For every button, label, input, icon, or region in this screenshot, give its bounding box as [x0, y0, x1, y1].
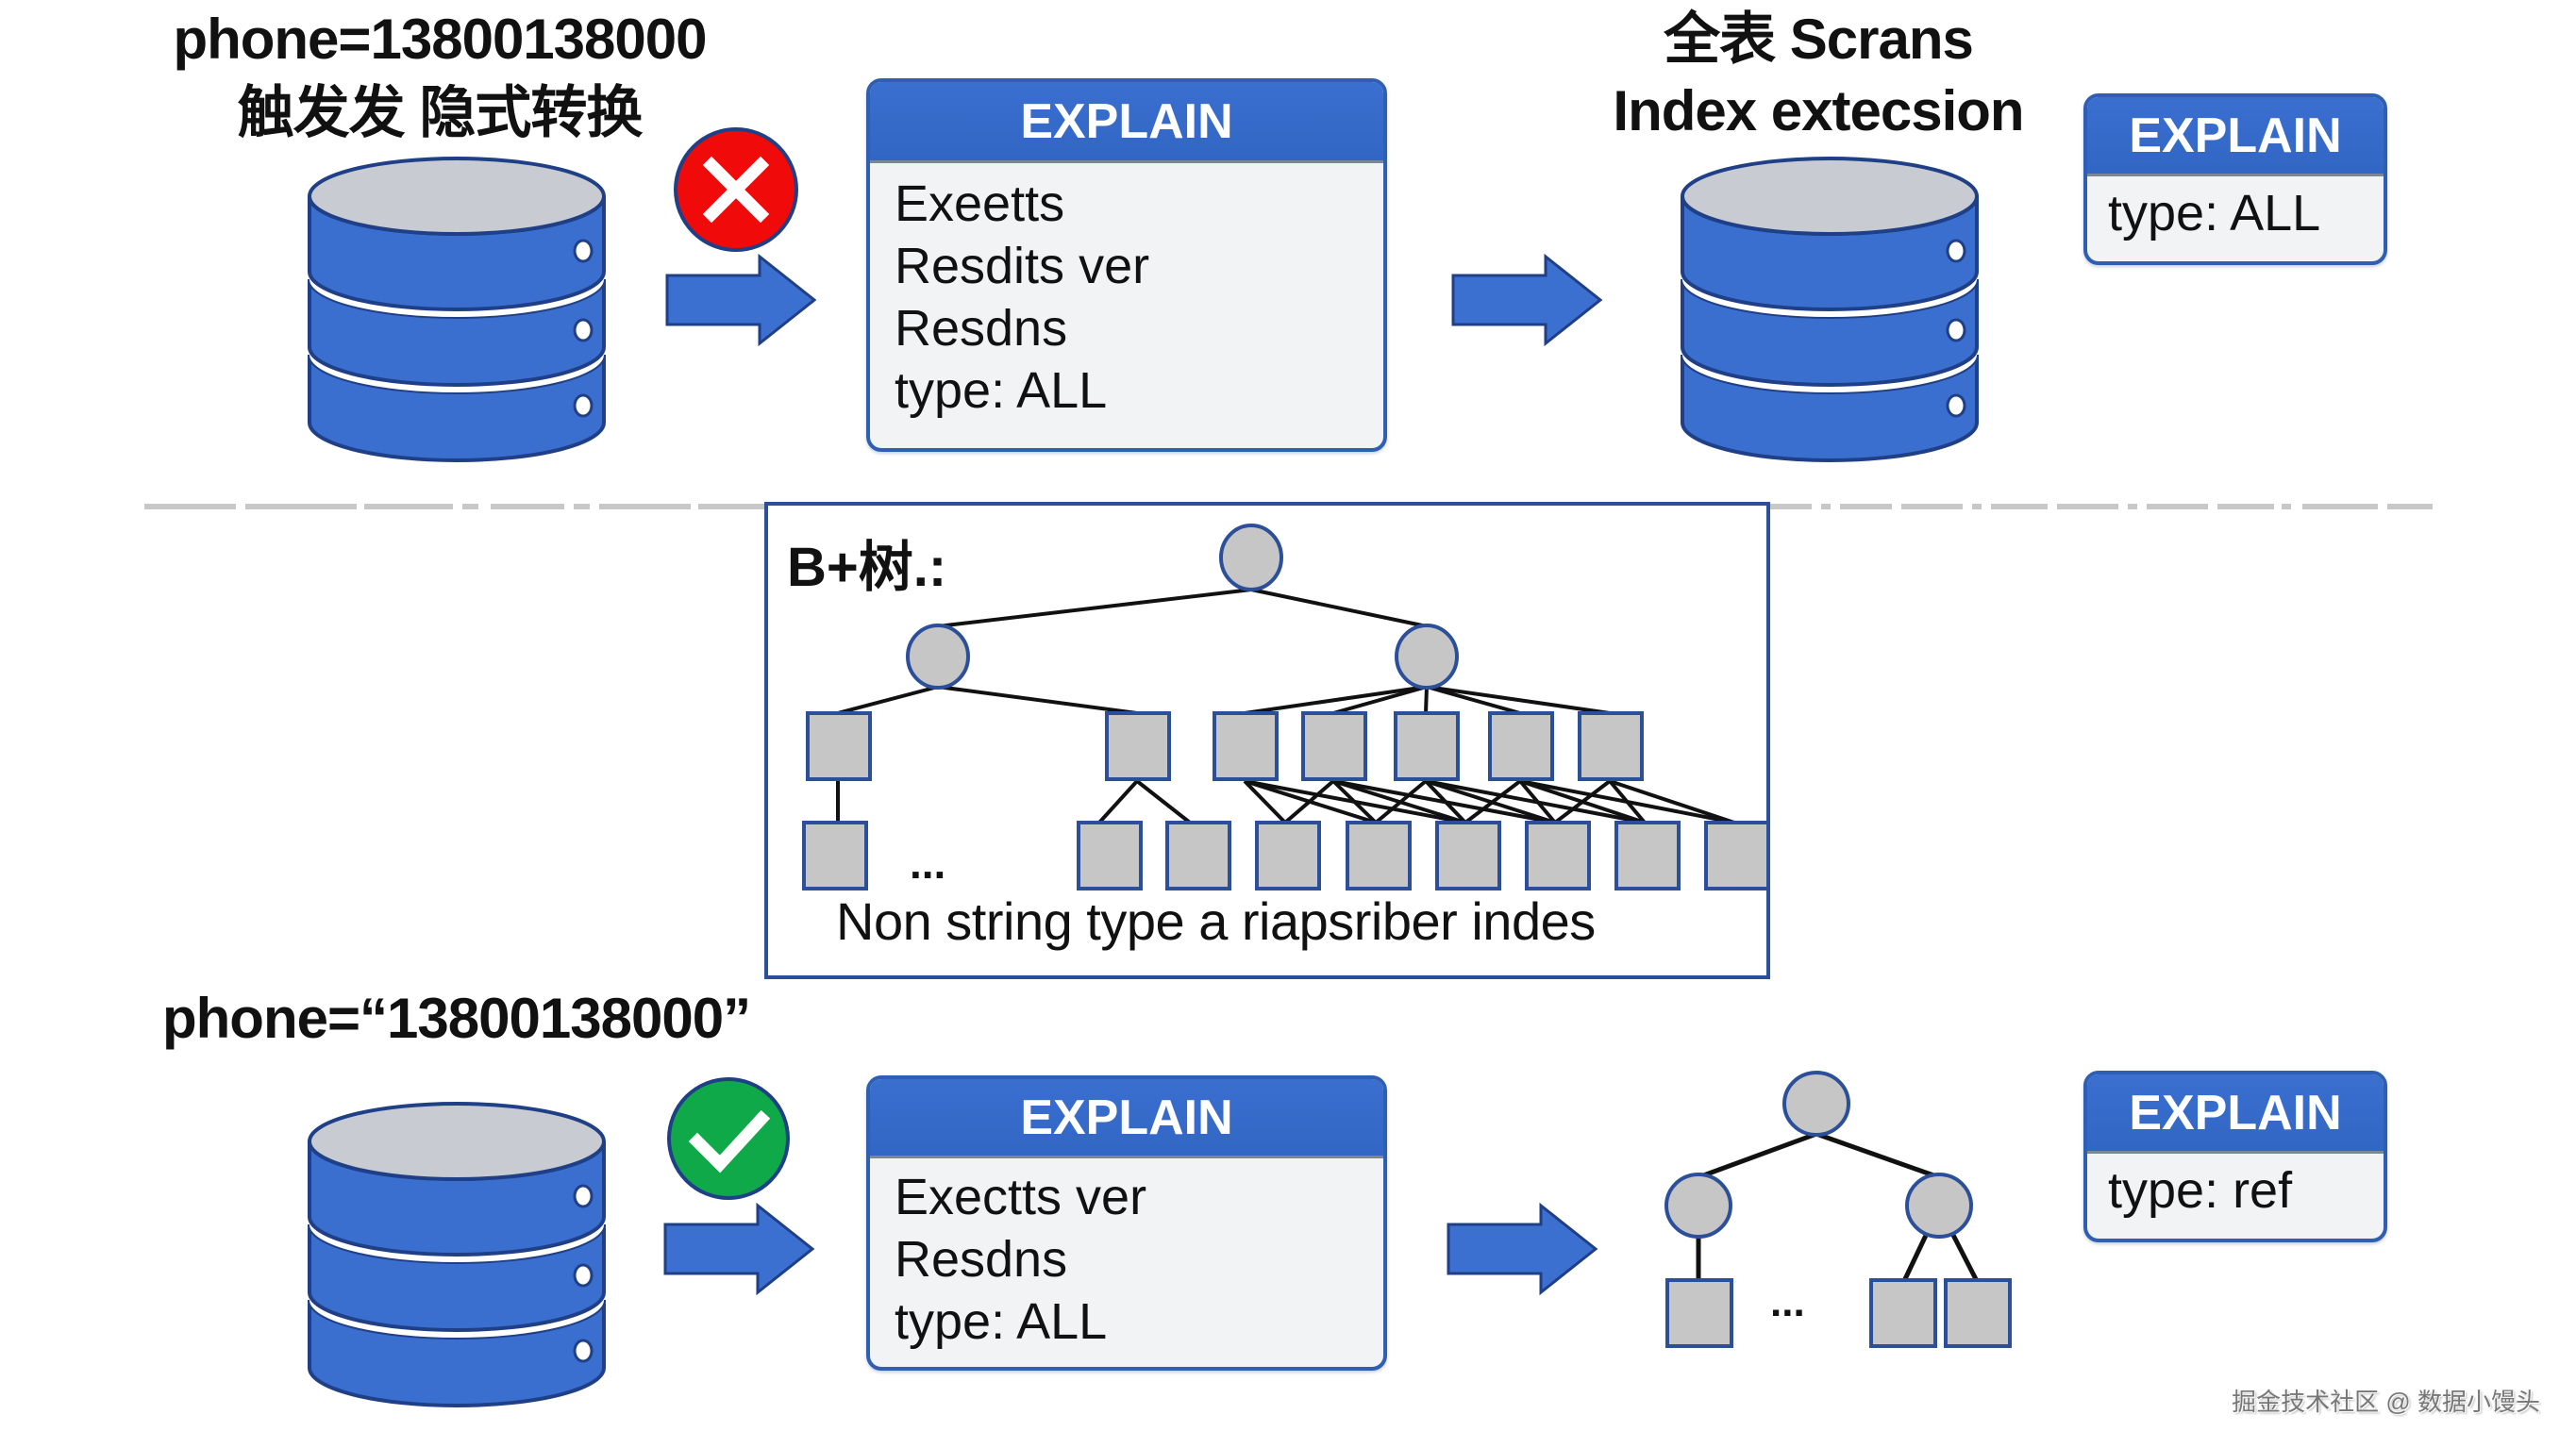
arrow-shape: [663, 1202, 815, 1296]
arrow-shape: [1451, 253, 1603, 347]
tree-leaf-node: [1165, 821, 1231, 890]
tree-leaf-node: [1944, 1278, 2012, 1348]
top-condition-label: phone=13800138000: [173, 8, 707, 71]
tree-branch-node: [806, 711, 872, 781]
explain-header: EXPLAIN: [2087, 97, 2384, 176]
index-tree-diagram: [1664, 1071, 2012, 1348]
explain-type-line: type: ALL: [2108, 185, 2321, 241]
tree-leaf-node: [802, 821, 868, 890]
bottom-condition-label: phone=“13800138000”: [162, 987, 751, 1050]
database-led: [1946, 318, 1966, 342]
database-icon: [308, 1102, 606, 1407]
explain-panel-bottom: EXPLAIN Exectts ver Resdns type: ALL: [866, 1075, 1387, 1371]
top-condition-note: 触发发 隐式转换: [237, 81, 644, 144]
tree-leaf-node: [1665, 1278, 1733, 1348]
explain-header: EXPLAIN: [870, 1079, 1383, 1158]
result-title-full-scan: 全表 Scrans: [1664, 8, 1974, 71]
bplus-tree-panel: B+树.: ... Non string type a riapsriber i…: [764, 502, 1770, 979]
tree-internal-node: [906, 624, 970, 690]
tree-leaf-node: [1869, 1278, 1937, 1348]
explain-panel-top: EXPLAIN Exeetts Resdits ver Resdns type:…: [866, 78, 1387, 452]
tree-leaf-node: [1525, 821, 1591, 890]
bplus-tree-title: B+树.:: [787, 537, 947, 598]
tree-edges: [836, 588, 1735, 824]
database-led: [573, 1263, 594, 1288]
tree-branch-node: [1213, 711, 1279, 781]
watermark: 掘金技术社区 @ 数据小馒头: [2232, 1388, 2540, 1416]
explain-type-line: type: ref: [2108, 1162, 2293, 1219]
database-icon: [1681, 157, 1979, 462]
explain-line: Exectts ver: [895, 1169, 1147, 1225]
arrow-shape: [665, 253, 817, 347]
tree-internal-node: [1664, 1173, 1732, 1239]
explain-type-line: type: ALL: [895, 1293, 1108, 1350]
database-led: [1946, 393, 1966, 418]
database-top: [1681, 157, 1979, 236]
tree-leaf-node: [1614, 821, 1681, 890]
tree-branch-node: [1394, 711, 1460, 781]
tree-internal-node: [1395, 624, 1459, 690]
explain-line: Resdns: [895, 1231, 1068, 1288]
tree-leaf-node: [1704, 821, 1770, 890]
explain-header: EXPLAIN: [2087, 1074, 2384, 1154]
tree-internal-node: [1905, 1173, 1973, 1239]
database-led: [573, 393, 594, 418]
database-top: [308, 157, 606, 236]
arrow-right-icon: [665, 253, 817, 347]
database-led: [1946, 239, 1966, 263]
arrow-right-icon: [1447, 1202, 1598, 1296]
database-led: [573, 318, 594, 342]
tree-leaf-node: [1255, 821, 1321, 890]
explain-result-top: EXPLAIN type: ALL: [2083, 93, 2387, 265]
tree-root-node: [1219, 524, 1283, 591]
explain-type-line: type: ALL: [895, 362, 1108, 419]
tree-leaf-node: [1077, 821, 1143, 890]
result-title-index: Index extecsion: [1613, 79, 2024, 142]
arrow-right-icon: [1451, 253, 1603, 347]
error-x-icon: [674, 127, 798, 252]
database-led: [573, 1184, 594, 1208]
explain-result-bottom: EXPLAIN type: ref: [2083, 1071, 2387, 1242]
arrow-right-icon: [663, 1202, 815, 1296]
tree-branch-node: [1301, 711, 1367, 781]
tree-branch-node: [1578, 711, 1644, 781]
explain-header: EXPLAIN: [870, 82, 1383, 163]
bplus-ellipsis: ...: [910, 839, 946, 888]
tree-root-node: [1782, 1071, 1850, 1137]
tree-branch-node: [1105, 711, 1171, 781]
explain-line: Exeetts: [895, 175, 1065, 232]
tree-branch-node: [1488, 711, 1554, 781]
database-led: [573, 1339, 594, 1363]
database-led: [573, 239, 594, 263]
explain-line: Resdits ver: [895, 238, 1150, 294]
bplus-caption: Non string type a riapsriber indes: [836, 891, 1596, 951]
success-check-icon: [667, 1077, 790, 1200]
bplus-tree-diagram: [802, 524, 1770, 890]
section-divider: [144, 504, 2433, 509]
index-tree-ellipsis: ...: [1770, 1279, 1805, 1325]
tree-leaf-node: [1435, 821, 1501, 890]
database-top: [308, 1102, 606, 1181]
database-icon: [308, 157, 606, 462]
arrow-shape: [1447, 1202, 1598, 1296]
explain-line: Resdns: [895, 300, 1068, 357]
tree-leaf-node: [1346, 821, 1412, 890]
